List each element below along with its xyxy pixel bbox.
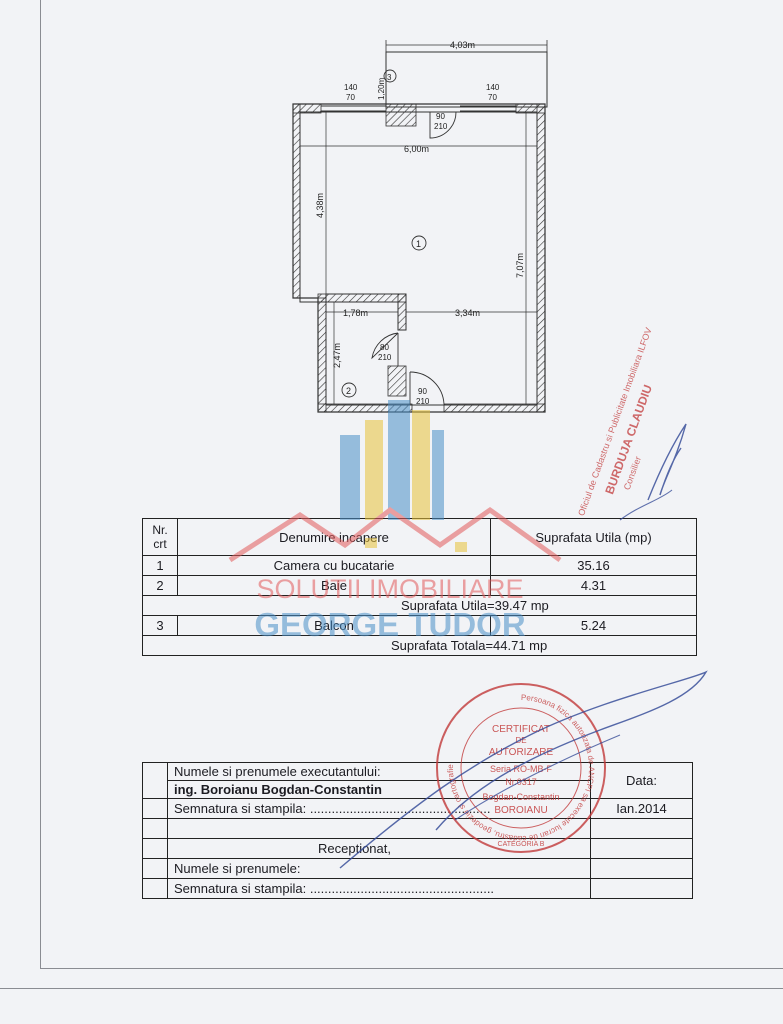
header-nr: Nr. crt	[142, 518, 178, 556]
row-area: 35.16	[490, 555, 697, 576]
door-bath-w: 80	[380, 343, 389, 352]
row-nr: 2	[142, 575, 178, 596]
row-area: 4.31	[490, 575, 697, 596]
stamp-center-5: Nr.0317	[505, 777, 537, 787]
received-row: Receptionat,	[142, 838, 693, 859]
stamp-center-2: DE	[515, 736, 526, 745]
empty-cell	[590, 878, 693, 899]
door-entry-w: 90	[418, 387, 427, 396]
row-nr: 3	[142, 615, 178, 636]
empty-cell	[142, 818, 168, 839]
door-entry-h: 210	[416, 397, 430, 406]
table-row: 1 Camera cu bucatarie 35.16	[142, 555, 697, 576]
stamp-bottom: CATEGORIA B	[498, 841, 545, 848]
row-nr: 1	[142, 555, 178, 576]
empty-cell	[590, 858, 693, 879]
dim-width: 6,00m	[404, 144, 429, 154]
empty-cell	[142, 798, 168, 819]
stamp-center-3: AUTORIZARE	[489, 747, 554, 758]
empty-cell	[142, 838, 168, 859]
stamp-center-7: BOROIANU	[494, 805, 547, 816]
page-bottom-line	[0, 988, 783, 989]
empty-cell	[142, 858, 168, 879]
empty-cell	[142, 878, 168, 899]
header-name: Denumire incapere	[177, 518, 491, 556]
signature-table: Numele si prenumele executantului: Data:…	[142, 762, 693, 899]
row-area: 5.24	[490, 615, 697, 636]
total-row: Suprafata Totala=44.71 mp	[142, 635, 697, 656]
row-name: Camera cu bucatarie	[177, 555, 491, 576]
dim-left-h: 4,38m	[315, 193, 325, 218]
signature-label-2: Semnatura si stampila: .................…	[167, 878, 591, 899]
door-bath-h: 210	[378, 353, 392, 362]
dim-balcony-h: 1,20m	[377, 77, 386, 100]
total-text: Suprafata Totala=44.71 mp	[142, 635, 697, 656]
dim-bath-h: 2,47m	[332, 343, 342, 368]
room-3-label: 3	[387, 73, 392, 82]
blank-row	[142, 818, 693, 839]
table-row: 2 Baie 4.31	[142, 575, 697, 596]
door-top-h: 210	[434, 122, 448, 131]
stamp-center-1: CERTIFICAT	[492, 724, 550, 735]
signature-row: Semnatura si stampila: .................…	[142, 798, 693, 819]
subtotal-text: Suprafata Utila=39.47 mp	[142, 595, 697, 616]
row-name: Balcon	[177, 615, 491, 636]
room-1-label: 1	[416, 239, 421, 249]
win-right-h: 70	[488, 93, 497, 102]
empty-cell	[142, 762, 168, 799]
name-row: Numele si prenumele:	[142, 858, 693, 879]
executor-row: Numele si prenumele executantului: Data:	[142, 762, 693, 799]
dim-top: 4,03m	[450, 40, 475, 50]
cadastre-office-stamp: Oficiul de Cadastru si Publicitate Imobi…	[578, 326, 655, 517]
door-top-w: 90	[436, 112, 445, 121]
authorization-stamp: Persoana fizica autorizata de ANCPI sa e…	[436, 683, 606, 853]
win-left-w: 140	[344, 83, 358, 92]
win-left-h: 70	[346, 93, 355, 102]
page-frame	[40, 0, 783, 969]
stamp-center-6: Bogdan-Constantin	[482, 792, 559, 802]
dim-bath-w: 1,78m	[343, 308, 368, 318]
win-right-w: 140	[486, 83, 500, 92]
table-row: 3 Balcon 5.24	[142, 615, 697, 636]
row-name: Baie	[177, 575, 491, 596]
floor-plan: 4,03m 1,20m 140 70 140 70 90 210 6,00m 4…	[292, 40, 548, 413]
signature-row-2: Semnatura si stampila: .................…	[142, 878, 693, 899]
room-2-label: 2	[346, 386, 351, 396]
dim-right-h: 7,07m	[515, 253, 525, 278]
subtotal-row: Suprafata Utila=39.47 mp	[142, 595, 697, 616]
stamp-center-4: Seria RO-MB-F	[490, 764, 553, 774]
name-label: Numele si prenumele:	[167, 858, 591, 879]
dim-corr-w: 3,34m	[455, 308, 480, 318]
